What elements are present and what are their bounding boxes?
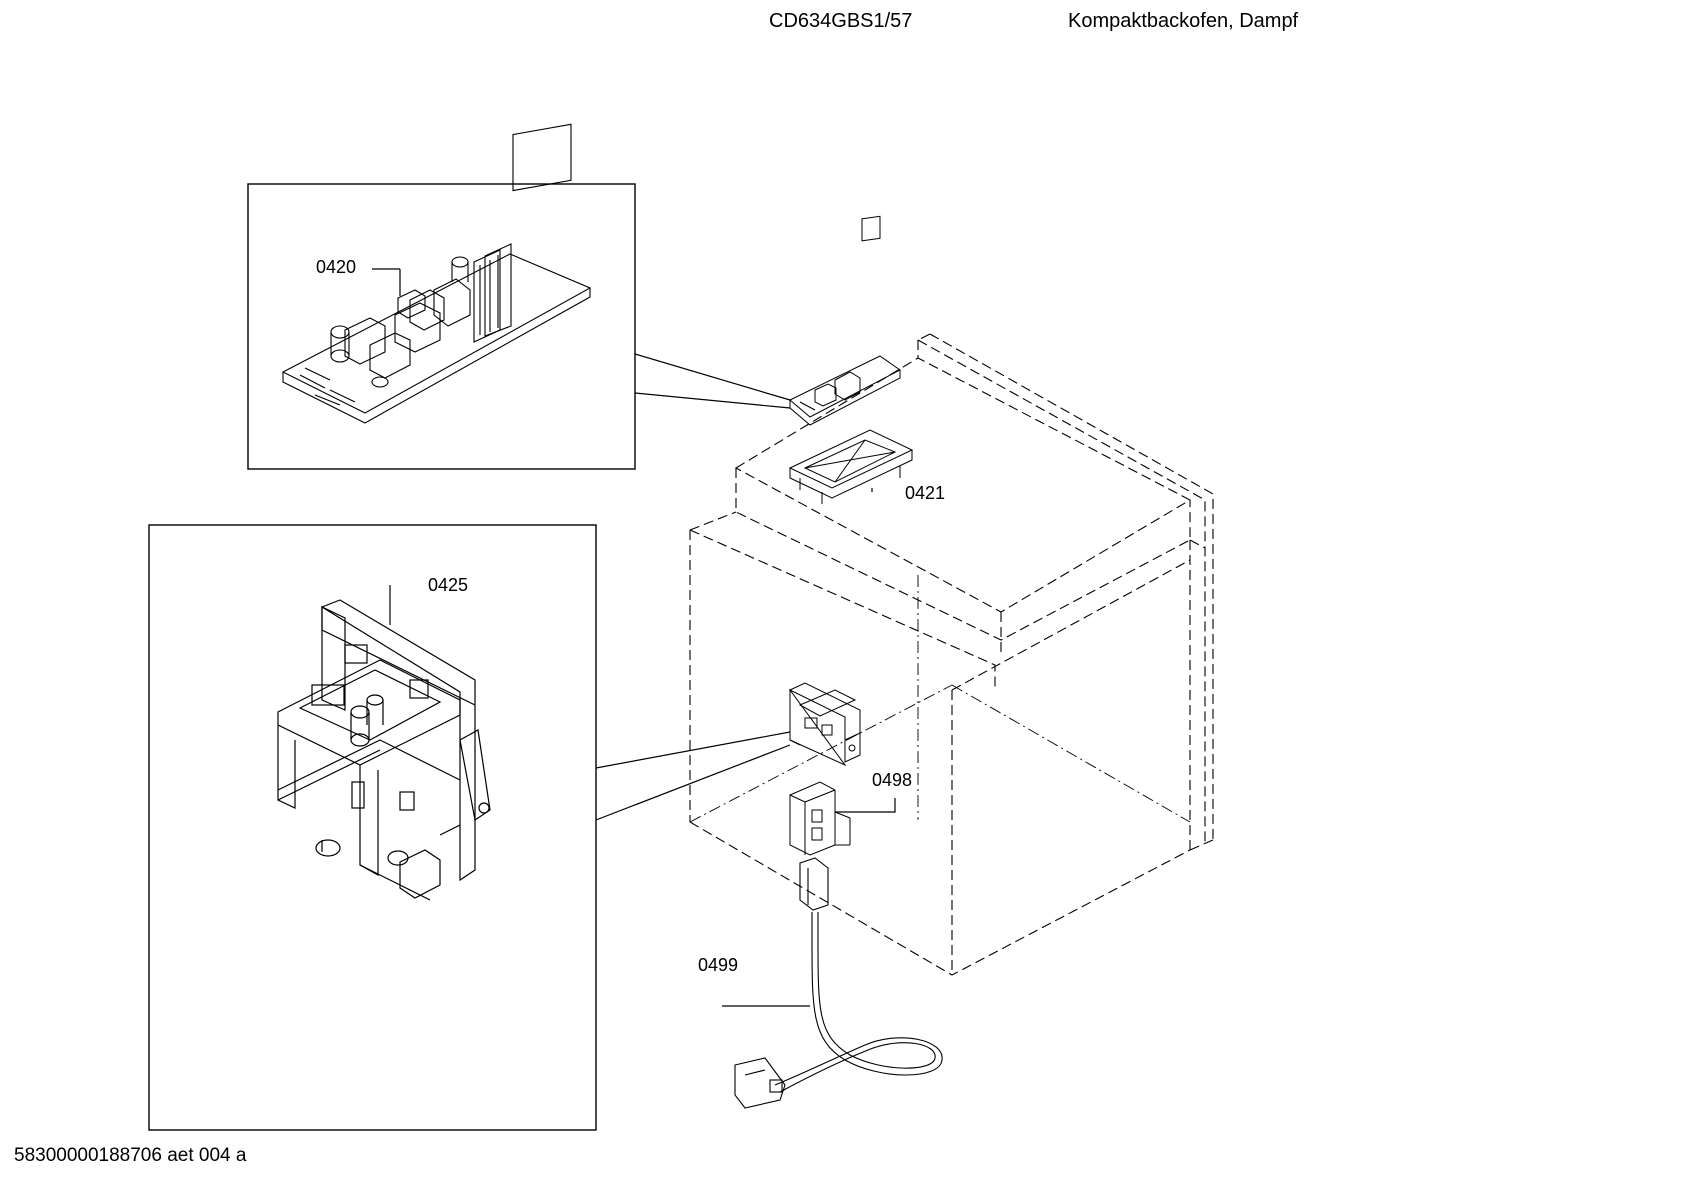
circuit-board-installed bbox=[789, 215, 901, 426]
terminal-module-installed bbox=[788, 682, 861, 767]
circuit-board-large bbox=[281, 123, 592, 424]
oven-housing bbox=[689, 333, 1214, 976]
part-label-0425: 0425 bbox=[428, 575, 469, 595]
terminal-clip bbox=[789, 781, 851, 856]
document-code: 58300000188706 aet 004 a bbox=[14, 1145, 247, 1166]
appliance-description: Kompaktbackofen, Dampf bbox=[1068, 10, 1299, 32]
detail-box-0420 bbox=[247, 183, 636, 470]
model-number: CD634GBS1/57 bbox=[769, 10, 913, 32]
terminal-module-large bbox=[277, 599, 491, 901]
part-label-0499: 0499 bbox=[698, 955, 739, 975]
part-label-0420: 0420 bbox=[316, 257, 357, 277]
part-label-0498: 0498 bbox=[872, 770, 913, 790]
power-cable bbox=[734, 857, 943, 1109]
detail-box-0425 bbox=[148, 524, 597, 1131]
part-label-0421: 0421 bbox=[905, 483, 946, 503]
board-holder bbox=[788, 429, 914, 504]
